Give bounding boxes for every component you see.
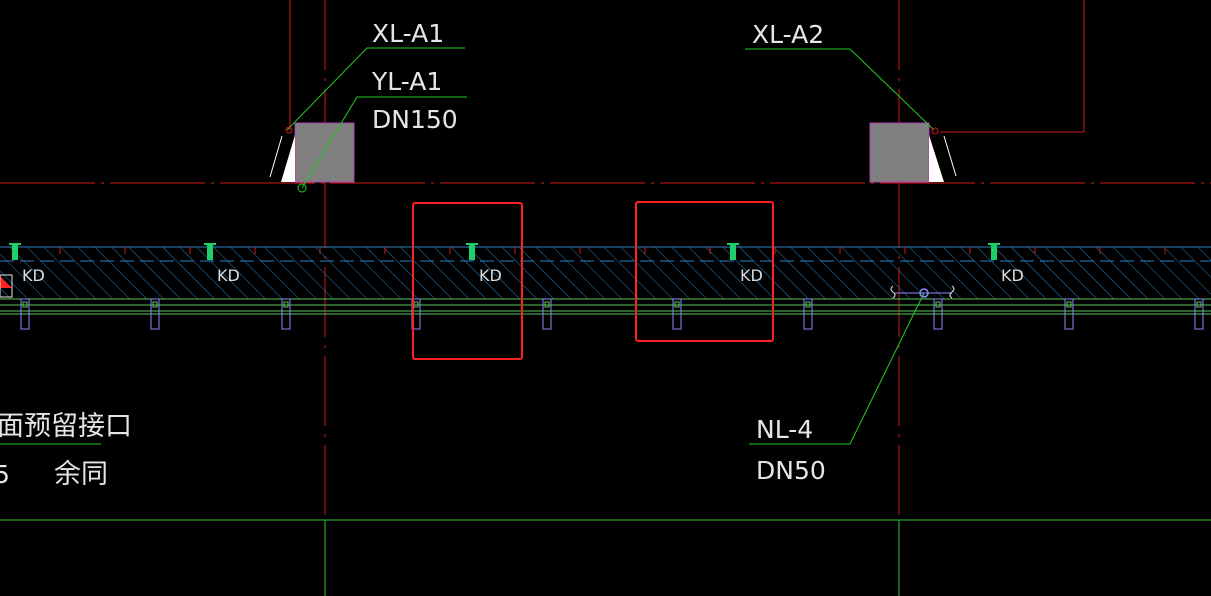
kd-marker-label: KD	[479, 266, 502, 285]
anchor-bolt	[1196, 301, 1202, 308]
column-left-shading	[281, 135, 295, 182]
kd-marker-label: KD	[22, 266, 45, 285]
anchor-bracket	[542, 298, 552, 330]
anchor-bolt	[674, 301, 680, 308]
leader-lines	[0, 47, 955, 445]
pipe-break-symbol	[949, 285, 955, 299]
labels: XL-A1 YL-A1 DN150 XL-A2 NL-4 DN50 面预留接口 …	[0, 19, 826, 490]
anchor-bolt	[1066, 301, 1072, 308]
beam-hatch	[0, 247, 1211, 299]
column-right	[869, 122, 930, 183]
kd-marker: KD	[727, 243, 763, 285]
kd-marker: KD	[988, 243, 1024, 285]
anchor-bolt	[22, 301, 28, 308]
column-left-edge	[269, 135, 283, 178]
pipe-yl-a1-symbol	[297, 183, 307, 193]
label-yl-a1: YL-A1	[371, 67, 442, 96]
label-xl-a2: XL-A2	[752, 20, 824, 49]
kd-marker: KD	[9, 243, 45, 285]
leader-xl-a1	[286, 47, 465, 131]
anchor-bracket	[150, 298, 160, 330]
kd-marker-icon	[207, 244, 213, 260]
note-line-2-prefix: 5	[0, 460, 10, 489]
anchor-bracket	[20, 298, 30, 330]
leader-xl-a2	[745, 48, 935, 131]
pipe-xl-a1-symbol	[285, 126, 293, 134]
kd-marker: KD	[466, 243, 502, 285]
label-xl-a1: XL-A1	[372, 19, 444, 48]
kd-markers: KD KD KD KD KD	[9, 243, 1024, 285]
columns	[269, 122, 957, 183]
highlight-boxes	[412, 201, 774, 360]
anchor-bracket	[672, 298, 682, 330]
kd-marker-icon	[469, 244, 475, 260]
pipe-break-symbol	[890, 285, 896, 299]
label-nl-4-size: DN50	[756, 456, 826, 485]
anchor-bolt	[544, 301, 550, 308]
anchor-bracket	[933, 298, 943, 330]
column-left	[294, 122, 355, 183]
pipe-nl-4-symbol	[919, 288, 929, 298]
beam-ticks	[59, 247, 1166, 254]
kd-marker-icon	[991, 244, 997, 260]
anchor-bracket	[803, 298, 813, 330]
anchor-bolt	[152, 301, 158, 308]
kd-marker-label: KD	[1001, 266, 1024, 285]
highlight-box-left[interactable]	[412, 202, 523, 360]
pipe-xl-a2-symbol	[931, 127, 939, 135]
note-line-2-suffix: 余同	[54, 459, 108, 490]
anchor-bolt	[805, 301, 811, 308]
red-triangle-marker	[0, 276, 12, 288]
kd-marker-label: KD	[217, 266, 240, 285]
kd-marker-label: KD	[740, 266, 763, 285]
beam	[0, 246, 1211, 315]
kd-marker-icon	[730, 244, 736, 260]
leader-yl-a1	[301, 96, 467, 189]
marker-frame	[0, 274, 13, 298]
kd-marker: KD	[204, 243, 240, 285]
label-nl-4: NL-4	[756, 415, 813, 444]
note-line-1: 面预留接口	[0, 411, 132, 442]
column-right-edge	[943, 135, 957, 177]
anchor-bolt	[283, 301, 289, 308]
anchor-bracket	[281, 298, 291, 330]
anchor-bracket	[1064, 298, 1074, 330]
anchors	[20, 298, 1204, 330]
label-yl-a1-size: DN150	[372, 105, 458, 134]
highlight-box-right[interactable]	[635, 201, 774, 342]
anchor-bracket	[1194, 298, 1204, 330]
anchor-bolt	[935, 301, 941, 308]
kd-marker-icon	[12, 244, 18, 260]
column-right-shading	[929, 135, 944, 182]
leader-nl-4	[749, 292, 925, 445]
